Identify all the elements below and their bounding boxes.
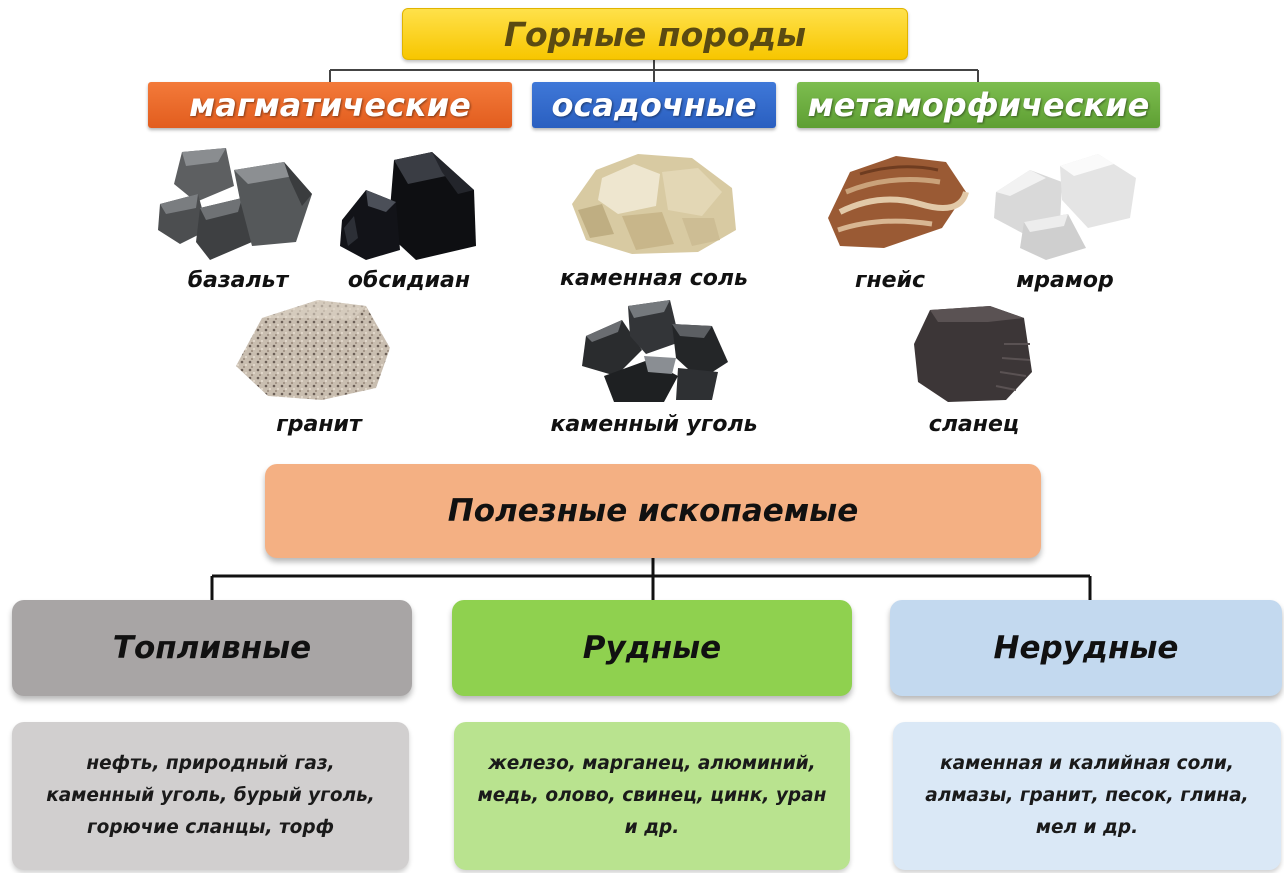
label-gneiss: гнейс bbox=[854, 268, 926, 293]
ore-examples-line: железо, марганец, алюминий, bbox=[488, 753, 816, 774]
minerals-connectors bbox=[210, 558, 1092, 600]
nonmetallic-examples-line: мел и др. bbox=[1035, 817, 1139, 838]
ore-examples-line: медь, олово, свинец, цинк, уран bbox=[477, 785, 827, 806]
label-obsidian: обсидиан bbox=[347, 268, 471, 293]
rocks-title: Горные породы bbox=[402, 8, 908, 60]
granite-image bbox=[236, 300, 390, 400]
fuel-examples-line: горючие сланцы, торф bbox=[87, 817, 334, 838]
nonmetallic-examples-line: алмазы, гранит, песок, глина, bbox=[925, 785, 1249, 806]
slate-image bbox=[914, 306, 1032, 402]
label-marble: мрамор bbox=[1016, 268, 1114, 293]
rocks-connectors bbox=[329, 58, 979, 82]
label-slate: сланец bbox=[928, 412, 1020, 437]
type-nonmetallic: Нерудные bbox=[890, 600, 1282, 696]
fuel-examples: нефть, природный газ, каменный уголь, бу… bbox=[12, 722, 409, 870]
basalt-image bbox=[158, 148, 312, 260]
label-rock-salt: каменная соль bbox=[560, 266, 748, 291]
category-metamorphic: метаморфические bbox=[797, 82, 1160, 128]
nonmetallic-examples: каменная и калийная соли, алмазы, гранит… bbox=[893, 722, 1281, 870]
ore-examples-line: и др. bbox=[624, 817, 680, 838]
type-fuel: Топливные bbox=[12, 600, 412, 696]
category-magmatic: магматические bbox=[148, 82, 512, 128]
type-ore: Рудные bbox=[452, 600, 852, 696]
minerals-title: Полезные ископаемые bbox=[265, 464, 1041, 558]
label-basalt: базальт bbox=[187, 268, 289, 293]
label-granite: гранит bbox=[276, 412, 362, 437]
fuel-examples-line: каменный уголь, бурый уголь, bbox=[46, 785, 375, 806]
fuel-examples-line: нефть, природный газ, bbox=[86, 753, 335, 774]
nonmetallic-examples-line: каменная и калийная соли, bbox=[940, 753, 1234, 774]
obsidian-image bbox=[340, 152, 476, 260]
gneiss-image bbox=[828, 156, 969, 248]
ore-examples: железо, марганец, алюминий, медь, олово,… bbox=[454, 722, 850, 870]
coal-image bbox=[582, 300, 728, 402]
category-sedimentary: осадочные bbox=[532, 82, 776, 128]
marble-image bbox=[994, 154, 1136, 260]
label-coal: каменный уголь bbox=[550, 412, 758, 437]
rock-salt-image bbox=[572, 154, 736, 254]
